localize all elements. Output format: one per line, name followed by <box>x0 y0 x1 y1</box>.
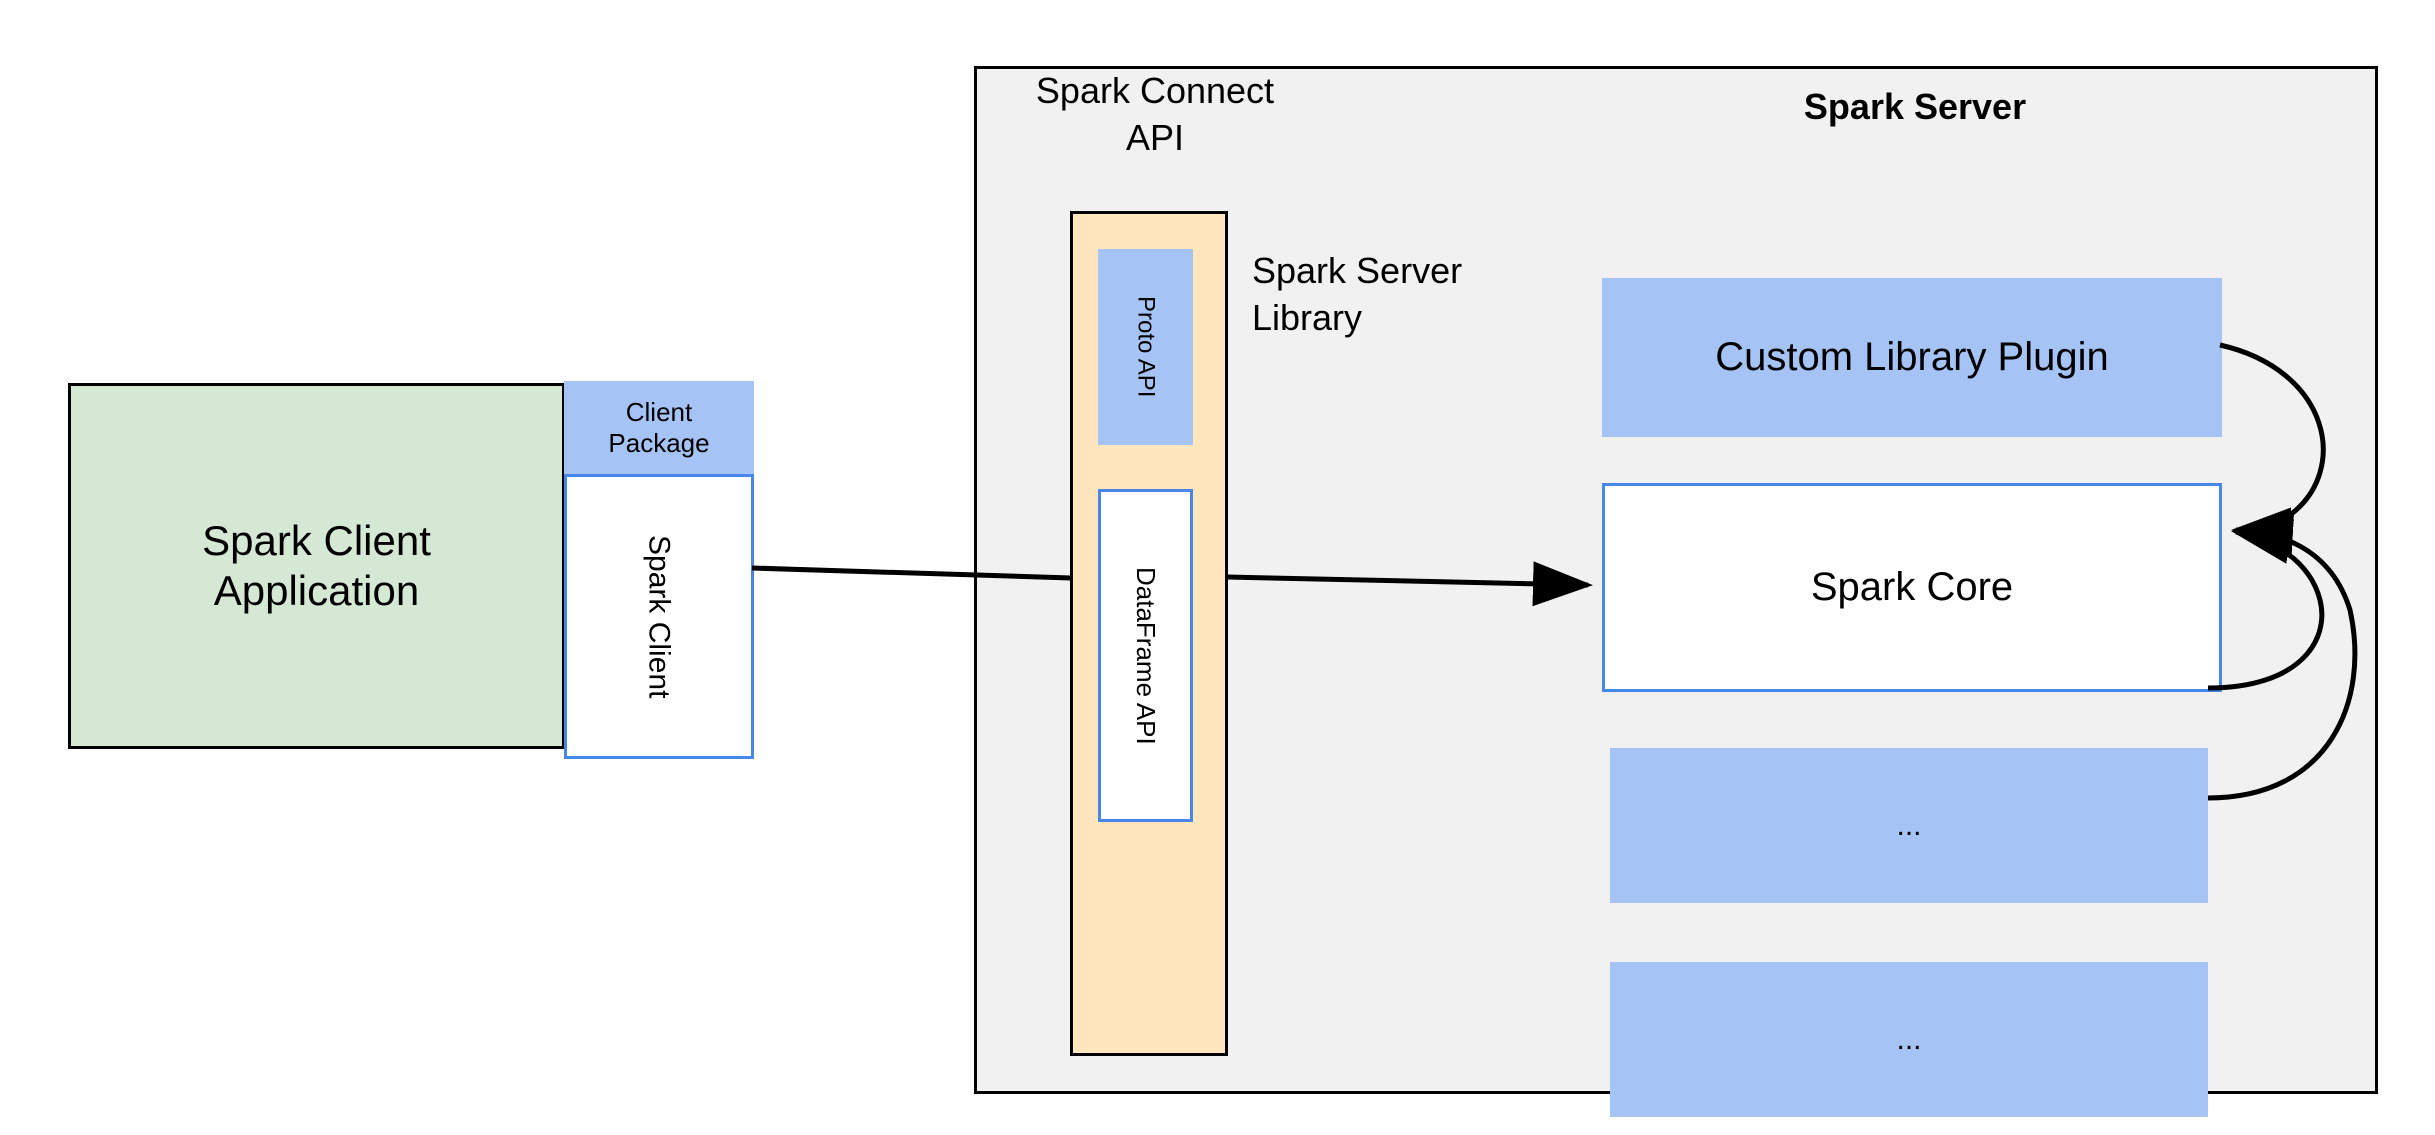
ellipsis-box-2[interactable]: ... <box>1610 962 2208 1117</box>
spark-client-box[interactable]: Spark Client <box>564 474 754 759</box>
client-package-label: Client Package <box>608 397 710 458</box>
dataframe-api-label: DataFrame API <box>1130 566 1161 745</box>
spark-server-library-label: Spark Server Library <box>1252 250 1463 338</box>
spark-core-box[interactable]: Spark Core <box>1602 483 2222 692</box>
proto-api-label: Proto API <box>1132 296 1160 398</box>
spark-server-title: Spark Server <box>1803 86 2027 127</box>
dataframe-api-box[interactable]: DataFrame API <box>1098 489 1193 822</box>
spark-client-application-label: Spark Client Application <box>202 517 431 614</box>
spark-connect-api-label: Spark Connect API <box>1035 70 1275 158</box>
client-package-box[interactable]: Client Package <box>564 381 754 475</box>
proto-api-box[interactable]: Proto API <box>1098 249 1193 445</box>
ellipsis-1-label: ... <box>1896 808 1922 842</box>
ellipsis-2-label: ... <box>1896 1022 1922 1056</box>
spark-client-label: Spark Client <box>642 534 676 699</box>
ellipsis-box-1[interactable]: ... <box>1610 748 2208 903</box>
spark-core-label: Spark Core <box>1810 564 2014 609</box>
custom-library-plugin-box[interactable]: Custom Library Plugin <box>1602 278 2222 437</box>
custom-library-plugin-label: Custom Library Plugin <box>1715 334 2109 379</box>
spark-client-application-box[interactable]: Spark Client Application <box>68 383 565 749</box>
